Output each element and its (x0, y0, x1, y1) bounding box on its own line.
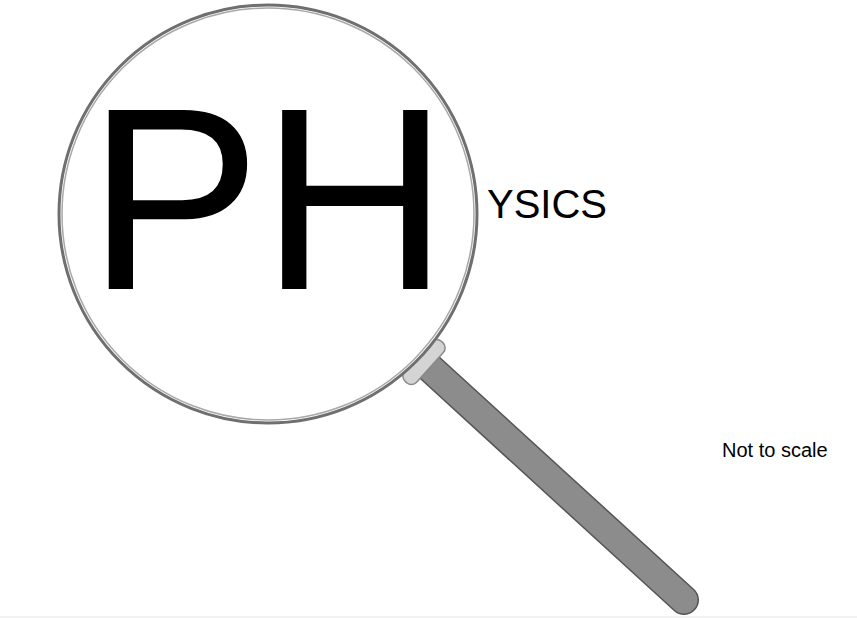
word-rest: YSICS (487, 184, 607, 224)
magnified-letters: PH (87, 69, 448, 329)
scale-note: Not to scale (722, 440, 828, 460)
lens-circle: PH (57, 3, 479, 425)
